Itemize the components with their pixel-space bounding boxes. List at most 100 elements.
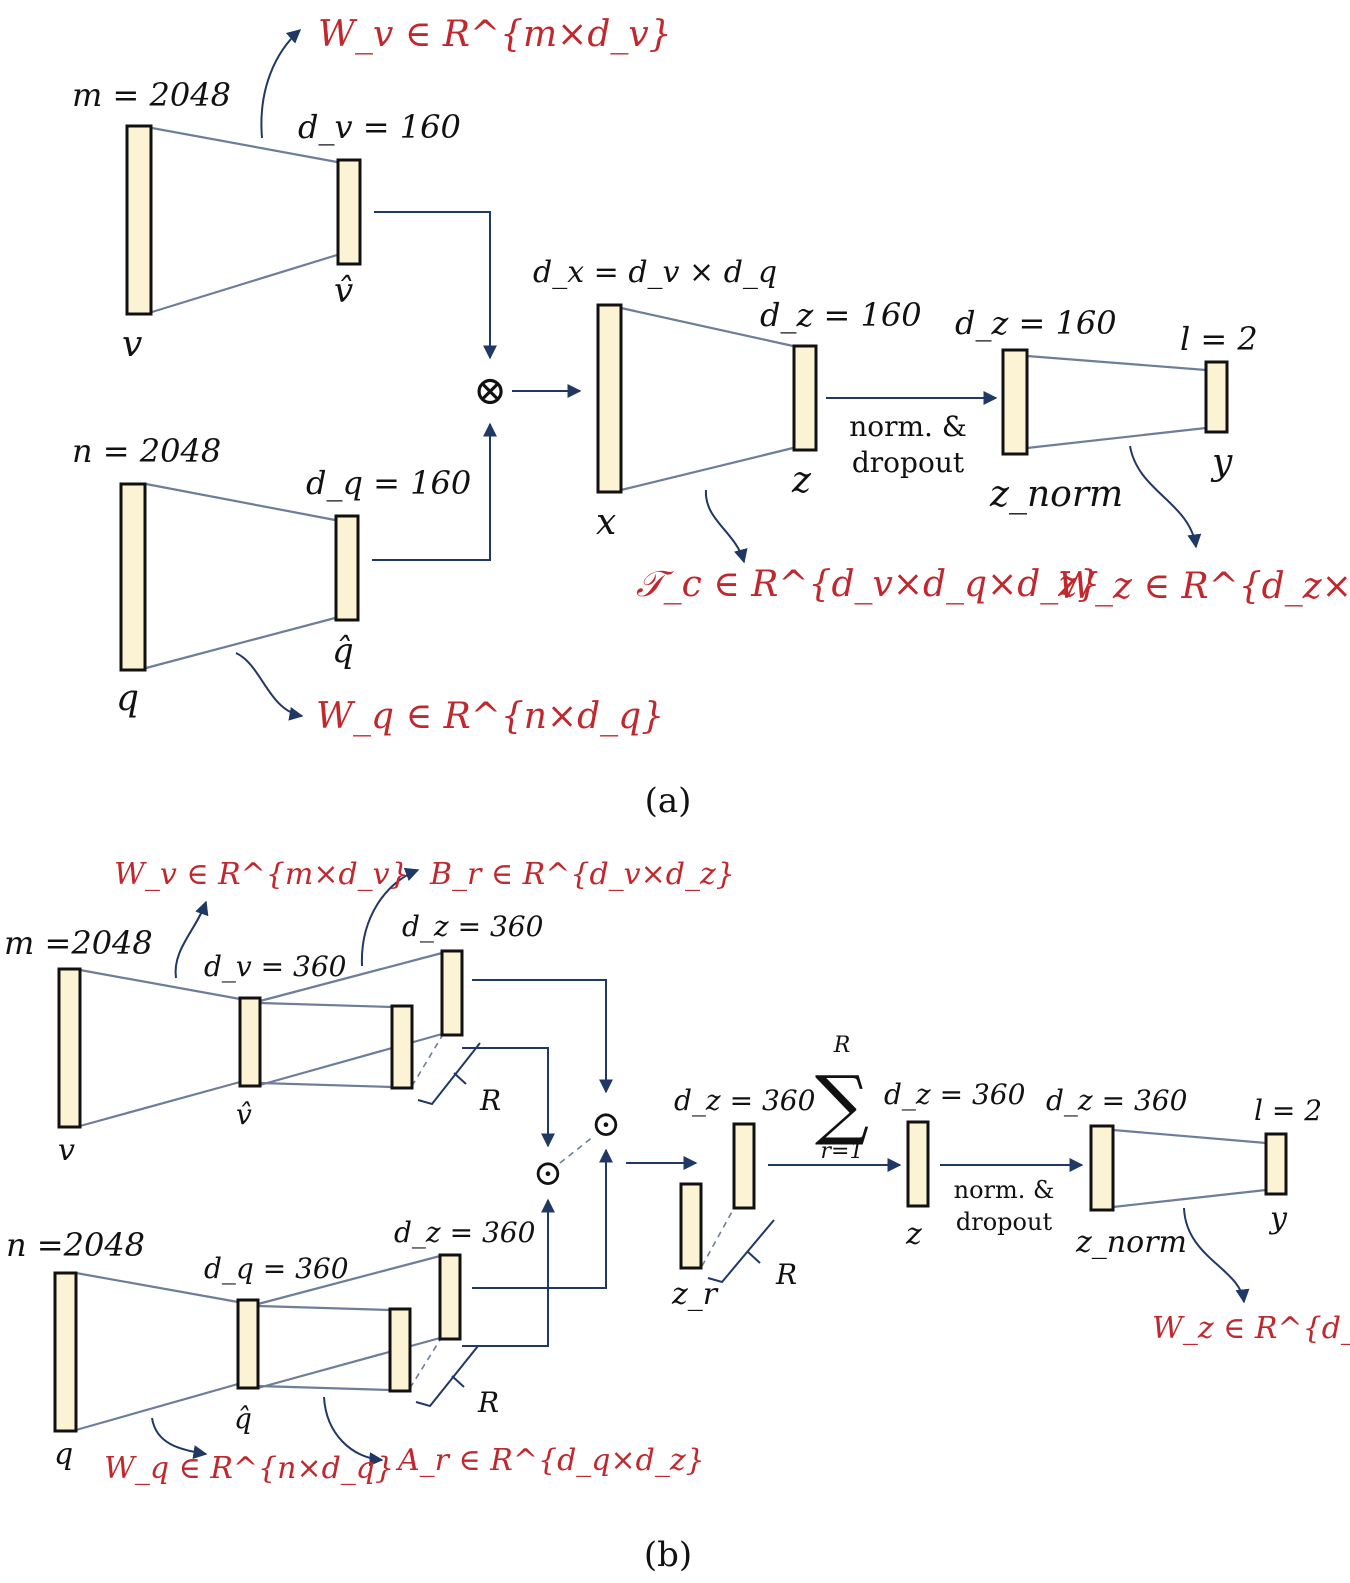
panel-a-v-vector xyxy=(125,124,153,316)
panel-b-Wv-curved-arrow xyxy=(174,900,209,979)
panel-b-vhat-vector xyxy=(238,996,262,1088)
panel-a-norm-label: norm. & xyxy=(849,410,967,443)
panel-b-q-name: q xyxy=(54,1437,73,1472)
panel-b-qhat-to-Ar-lines xyxy=(257,1254,441,1392)
panel-b-zr-name: z_r xyxy=(671,1277,719,1312)
panel-b-Ar-to-op-right-arrow xyxy=(472,1148,613,1289)
panel-b-zr-back-vector xyxy=(732,1122,756,1210)
panel-a-m-label: m = 2048 xyxy=(72,76,231,114)
panel-b-Ar-to-op-left-arrow xyxy=(462,1198,555,1347)
panel-b-znorm-name: z_norm xyxy=(1075,1225,1187,1260)
panel-b-q-vector xyxy=(53,1271,78,1433)
panel-a-Tc-tensor-label: 𝒯_c ∈ R^{d_v×d_q×d_z} xyxy=(636,564,1100,605)
panel-b-v-projection-lines xyxy=(79,968,241,1128)
panel-a-znorm-vector xyxy=(1001,348,1029,456)
panel-b-zr-front-vector xyxy=(679,1182,703,1270)
panel-a-qhat-vector xyxy=(334,514,360,622)
panel-b-dz-top-label: d_z = 360 xyxy=(402,910,543,943)
panel-a-q-vector xyxy=(119,482,147,672)
panel-a-dv-label: d_v = 160 xyxy=(298,108,461,146)
panel-a-q-projection-lines xyxy=(145,482,336,670)
panel-a-x-vector xyxy=(596,303,623,494)
panel-b-Br-weight-label: B_r ∈ R^{d_v×d_z} xyxy=(429,857,735,892)
panel-b-Br-front-vector xyxy=(390,1004,414,1090)
panel-a-q-name: q xyxy=(116,678,139,719)
panel-b-dq-label: d_q = 360 xyxy=(204,1252,349,1285)
panel-b-Wz-weight-label: W_z ∈ R^{d_z×l} xyxy=(1152,1311,1350,1346)
panel-b-dz-zr-label: d_z = 360 xyxy=(674,1084,815,1117)
panel-b-l-label: l = 2 xyxy=(1254,1094,1322,1127)
panel-b-n-label: n =2048 xyxy=(6,1226,145,1264)
panel-a-vhat-to-op-arrow xyxy=(374,211,497,360)
panel-a-dx-label: d_x = d_v × d_q xyxy=(533,255,777,290)
panel-b-Wq-weight-label: W_q ∈ R^{n×d_q} xyxy=(104,1451,394,1486)
panel-a-Wq-weight-label: W_q ∈ R^{n×d_q} xyxy=(316,696,664,737)
panel-b-z-vector xyxy=(906,1120,930,1208)
panel-b-Ar-front-vector xyxy=(388,1307,412,1393)
panel-b-top-R-label: R xyxy=(479,1084,501,1117)
panel-b-zr-stack-dashed xyxy=(701,1207,735,1267)
panel-b-Ar-weight-label: A_r ∈ R^{d_q×d_z} xyxy=(395,1443,705,1478)
panel-b-Wz-curved-arrow xyxy=(1183,1207,1250,1304)
panel-a-Wv-weight-label: W_v ∈ R^{m×d_v} xyxy=(318,14,672,55)
panel-a-qhat-to-op-arrow xyxy=(372,422,497,561)
panel-a-l-label: l = 2 xyxy=(1180,320,1258,358)
panel-b-z-name: z xyxy=(905,1217,922,1252)
panel-b-y-vector xyxy=(1264,1132,1288,1196)
panel-a-n-label: n = 2048 xyxy=(72,432,221,470)
panel-b-dropout-label: dropout xyxy=(956,1208,1053,1236)
panel-b-Br-to-op-left-arrow xyxy=(462,1047,555,1148)
panel-a-vhat-name: v̂ xyxy=(334,271,353,311)
panel-a-Wq-curved-arrow xyxy=(235,652,304,721)
panel-b-qhat-name: q̂ xyxy=(234,1402,252,1435)
panel-b-znorm-to-y-lines xyxy=(1112,1128,1267,1209)
panel-b-op-dashed xyxy=(559,1135,595,1164)
panel-b-dz-bottom-label: d_z = 360 xyxy=(394,1216,535,1249)
panel-a-dz-norm-label: d_z = 160 xyxy=(955,304,1117,342)
panel-a-Wv-curved-arrow xyxy=(260,29,302,139)
panel-a-qhat-name: q̂ xyxy=(332,631,354,671)
panel-b-Wv-weight-label: W_v ∈ R^{m×d_v} xyxy=(114,857,409,892)
panel-a-vhat-vector xyxy=(336,158,362,266)
panel-b-qhat-vector xyxy=(236,1298,260,1390)
panel-b-dz-z-label: d_z = 360 xyxy=(884,1078,1025,1111)
panel-a-Tc-curved-arrow xyxy=(704,489,748,564)
panel-b-hadamard-symbol-left: ⊙ xyxy=(533,1153,563,1194)
panel-b-caption: (b) xyxy=(644,1535,692,1575)
panel-b-bottom-R-brace xyxy=(415,1345,479,1408)
panel-a-v-name: v xyxy=(122,324,142,365)
panel-b-sum-upper-limit: R xyxy=(833,1033,851,1058)
panel-b-Ar-curved-arrow xyxy=(323,1396,384,1467)
panel-a-Wz-curved-arrow xyxy=(1129,445,1202,549)
panel-b-norm-label: norm. & xyxy=(954,1176,1055,1204)
panel-a-outer-product-symbol: ⊗ xyxy=(473,368,507,414)
panel-b-m-label: m =2048 xyxy=(4,924,153,962)
panel-a-znorm-to-y-lines xyxy=(1026,354,1207,450)
panel-b-sum-symbol: ∑ xyxy=(815,1059,869,1148)
panel-b-bottom-R-label: R xyxy=(477,1386,499,1419)
panel-b-Br-back-vector xyxy=(440,949,464,1037)
panel-b-Br-to-op-right-arrow xyxy=(472,979,613,1094)
panel-b-Br-curved-arrow xyxy=(360,867,420,967)
panel-b-zr-R-label: R xyxy=(775,1258,797,1291)
panel-a-caption: (a) xyxy=(645,781,692,821)
panel-b-v-name: v xyxy=(58,1133,75,1168)
panel-b-dv-label: d_v = 360 xyxy=(204,950,346,983)
panel-b-Wq-curved-arrow xyxy=(151,1417,208,1460)
panel-a: ⊗ m = 2048 d_v = 160 n = 2048 d_q = 160 … xyxy=(72,14,1350,821)
panel-a-z-name: z xyxy=(791,460,812,501)
panel-a-znorm-name: z_norm xyxy=(989,474,1123,515)
panel-b-zr-R-brace xyxy=(707,1219,775,1284)
panel-b-y-name: y xyxy=(1268,1201,1288,1236)
panel-b-sum-lower-limit: r=1 xyxy=(821,1139,864,1164)
panel-a-dz-label: d_z = 160 xyxy=(760,296,922,334)
panel-b-dz-norm-label: d_z = 360 xyxy=(1046,1084,1187,1117)
panel-b-q-projection-lines xyxy=(75,1271,239,1432)
panel-b-top-stack-dashed xyxy=(411,1035,443,1087)
panel-a-x-name: x xyxy=(596,502,616,543)
panel-a-y-name: y xyxy=(1210,442,1233,483)
panel-a-z-vector xyxy=(792,344,818,452)
panel-b-top-R-brace xyxy=(417,1042,481,1106)
panel-b-hadamard-symbol-right: ⊙ xyxy=(591,1104,621,1145)
